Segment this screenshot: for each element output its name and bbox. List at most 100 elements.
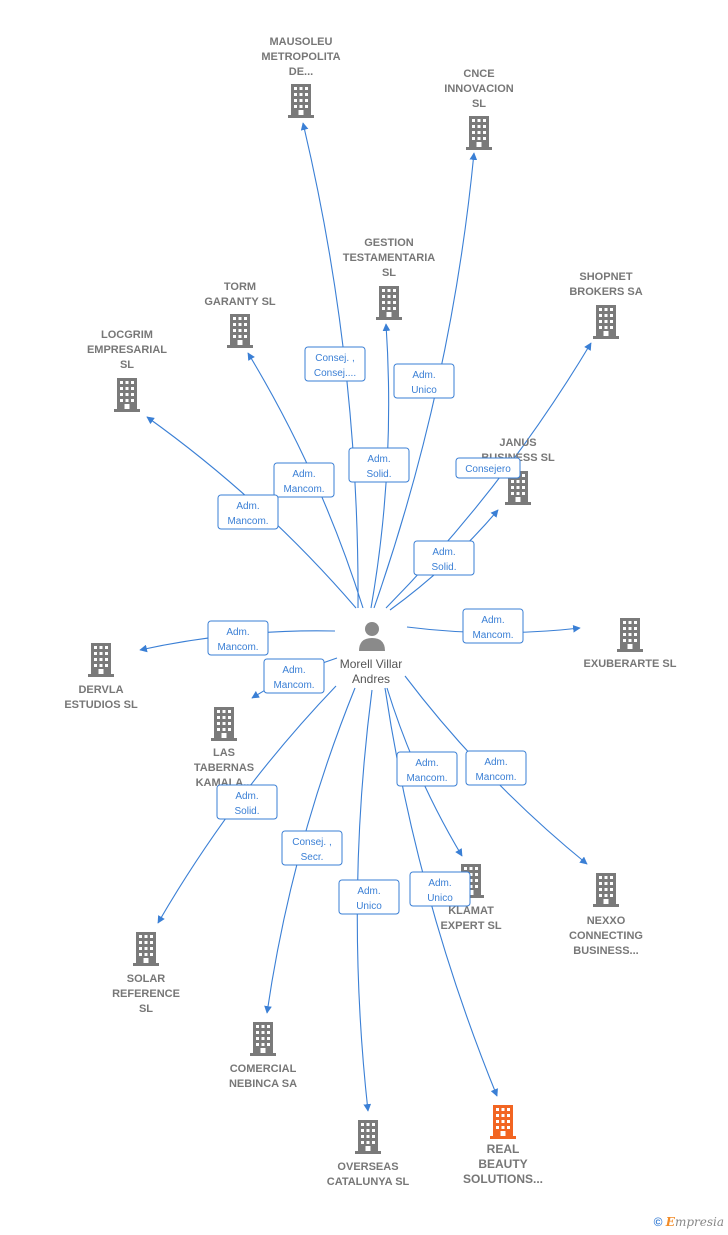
role-label-nexxo[interactable]: Adm. Mancom. bbox=[465, 750, 527, 786]
role-label-tabernas[interactable]: Adm.Mancom. bbox=[263, 658, 325, 694]
role-text: Adm. bbox=[367, 454, 390, 465]
role-label-shopnet[interactable]: Consejero bbox=[455, 457, 521, 479]
role-text: Adm. bbox=[412, 370, 435, 381]
company-label-line: EXUBERARTE SL bbox=[584, 658, 677, 670]
building-icon bbox=[355, 1120, 381, 1154]
role-text: Adm. bbox=[235, 791, 258, 802]
role-text: Consej. , bbox=[315, 353, 354, 364]
company-node-mausoleu[interactable]: MAUSOLEUMETROPOLITADE... bbox=[261, 36, 341, 118]
company-label-line: INNOVACION bbox=[444, 83, 514, 95]
building-icon bbox=[227, 314, 253, 348]
building-icon bbox=[88, 643, 114, 677]
role-text: Consej. , bbox=[292, 837, 331, 848]
role-label-gestion[interactable]: Adm.Solid. bbox=[348, 447, 410, 483]
company-label-line: TESTAMENTARIA bbox=[343, 252, 436, 264]
building-icon bbox=[133, 932, 159, 966]
role-box bbox=[348, 447, 410, 483]
company-label-line: SL bbox=[472, 98, 486, 110]
role-label-dervla[interactable]: Adm.Mancom. bbox=[207, 620, 269, 656]
person-name-line-1: Morell Villar bbox=[340, 657, 402, 671]
role-text: Adm. bbox=[282, 665, 305, 676]
building-icon bbox=[250, 1022, 276, 1056]
building-icon bbox=[114, 378, 140, 412]
role-box bbox=[207, 620, 269, 656]
role-label-mausoleu[interactable]: Consej. ,Consej.... bbox=[304, 346, 366, 382]
role-text: Mancom. bbox=[472, 630, 513, 641]
company-node-exuberarte[interactable]: EXUBERARTE SL bbox=[584, 618, 677, 670]
company-node-real[interactable]: REALBEAUTYSOLUTIONS... bbox=[463, 1105, 543, 1186]
role-text: Unico bbox=[427, 893, 453, 904]
role-label-overseas[interactable]: Adm.Unico bbox=[338, 879, 400, 915]
copyright-symbol: © bbox=[653, 1215, 663, 1229]
company-label-line: BROKERS SA bbox=[569, 286, 642, 298]
role-box bbox=[263, 658, 325, 694]
role-box bbox=[462, 608, 524, 644]
role-text: Unico bbox=[356, 901, 382, 912]
empresia-brand[interactable]: © Empresia bbox=[654, 1215, 724, 1229]
company-label-line: OVERSEAS bbox=[337, 1161, 398, 1173]
role-text: Adm. bbox=[428, 878, 451, 889]
company-label-line: BUSINESS... bbox=[573, 945, 638, 957]
person-icon bbox=[359, 622, 385, 651]
role-text: Mancom. bbox=[217, 642, 258, 653]
role-label-torm[interactable]: Adm.Mancom. bbox=[273, 462, 335, 498]
role-text: Secr. bbox=[301, 852, 324, 863]
building-icon bbox=[288, 84, 314, 118]
roles-layer: Consej. ,Consej....Adm.UnicoAdm.Solid.Ad… bbox=[207, 346, 527, 915]
company-node-nexxo[interactable]: NEXXOCONNECTINGBUSINESS... bbox=[569, 873, 643, 957]
role-text: Mancom. bbox=[475, 772, 516, 783]
role-text: Unico bbox=[411, 385, 437, 396]
building-icon bbox=[490, 1105, 516, 1139]
role-label-solar[interactable]: Adm. Solid. bbox=[216, 784, 278, 820]
role-text: Adm. bbox=[484, 757, 507, 768]
building-icon bbox=[593, 873, 619, 907]
role-text: Adm. bbox=[292, 469, 315, 480]
role-box bbox=[217, 494, 279, 530]
role-label-exuberarte[interactable]: Adm.Mancom. bbox=[462, 608, 524, 644]
role-text: Solid. bbox=[234, 806, 259, 817]
role-label-cnce[interactable]: Adm. Unico bbox=[393, 363, 455, 399]
role-box bbox=[338, 879, 400, 915]
role-label-comercial[interactable]: Consej. , Secr. bbox=[281, 830, 343, 866]
center-person-node[interactable]: Morell Villar Andres bbox=[340, 622, 402, 686]
building-icon bbox=[617, 618, 643, 652]
company-node-shopnet[interactable]: SHOPNET BROKERS SA bbox=[569, 271, 643, 339]
role-box bbox=[273, 462, 335, 498]
company-label-line: REAL bbox=[487, 1142, 520, 1156]
role-label-real[interactable]: Adm. Unico bbox=[409, 871, 471, 907]
company-label-line: SL bbox=[139, 1003, 153, 1015]
company-label-line: BEAUTY bbox=[478, 1157, 527, 1171]
company-label-line: SL bbox=[120, 359, 134, 371]
building-icon bbox=[376, 286, 402, 320]
company-label-line: LOCGRIM bbox=[101, 329, 153, 341]
company-label-line: JANUS bbox=[499, 437, 536, 449]
role-box bbox=[455, 457, 521, 479]
role-label-locgrim[interactable]: Adm.Mancom. bbox=[217, 494, 279, 530]
company-node-cnce[interactable]: CNCE INNOVACION SL bbox=[444, 68, 514, 150]
brand-logo-text: mpresia bbox=[674, 1215, 724, 1229]
company-label-line: SL bbox=[382, 267, 396, 279]
company-label-line: SHOPNET bbox=[579, 271, 632, 283]
role-text: Adm. bbox=[432, 547, 455, 558]
role-label-janus[interactable]: Adm.Solid. bbox=[413, 540, 475, 576]
role-text: Consejero bbox=[465, 464, 511, 475]
role-box bbox=[465, 750, 527, 786]
brand-logo-e: E bbox=[665, 1215, 675, 1229]
company-label-line: COMERCIAL bbox=[230, 1063, 297, 1075]
company-node-tabernas[interactable]: LASTABERNASKAMALA... bbox=[194, 707, 254, 789]
role-label-klamat[interactable]: Adm.Mancom. bbox=[396, 751, 458, 787]
role-text: Adm. bbox=[415, 758, 438, 769]
company-label-line: REFERENCE bbox=[112, 988, 180, 1000]
role-box bbox=[281, 830, 343, 866]
company-label-line: METROPOLITA bbox=[261, 51, 340, 63]
company-label-line: CNCE bbox=[463, 68, 494, 80]
company-label-line: TABERNAS bbox=[194, 762, 254, 774]
